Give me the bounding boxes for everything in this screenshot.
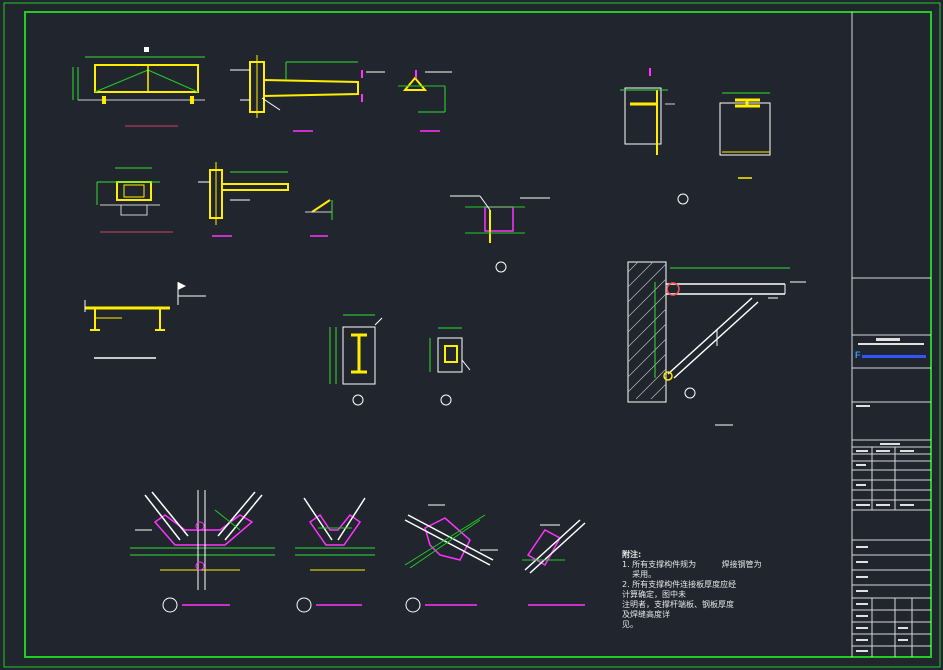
notes-block: 附注: 1. 所有支撑构件规为 焊接钢管为 采用。 2. 所有支撑构件连接板厚度… [622,550,762,630]
notes-line: 2. 所有支撑构件连接板厚度应经计算确定，图中未 [622,580,737,599]
detail-column-beam-1 [230,55,385,132]
detail-beam-section-right-a [620,68,689,205]
notes-line: 注明者，支撑杆端板、钢板厚度及焊缝高度详 [622,600,734,619]
detail-small-node-1 [398,70,452,132]
detail-column-section-b [429,327,471,406]
detail-center-node [450,195,550,273]
detail-beam-elevation-1 [72,47,205,127]
notes-line: 采用。 [622,570,657,579]
detail-bracing-node-3 [404,504,498,613]
detail-bracket-plan [96,167,173,233]
title-block [851,12,931,657]
detail-beam-supports [84,282,206,359]
detail-small-gusset [305,199,333,237]
detail-bracing-node-2 [295,497,375,613]
detail-bracing-node-4 [522,519,586,606]
detail-wall-bracket [627,261,806,426]
title-block-logo: F [855,350,861,360]
detail-column-section-a [329,314,383,406]
detail-column-cantilever [198,162,289,237]
notes-line: 1. 所有支撑构件规为 焊接钢管为 [622,560,762,569]
notes-heading: 附注: [622,550,642,559]
detail-i-section [719,92,771,179]
notes-line: 见。 [622,620,638,629]
detail-bracing-node-1 [130,490,275,613]
title-block-text-marks [856,338,926,652]
